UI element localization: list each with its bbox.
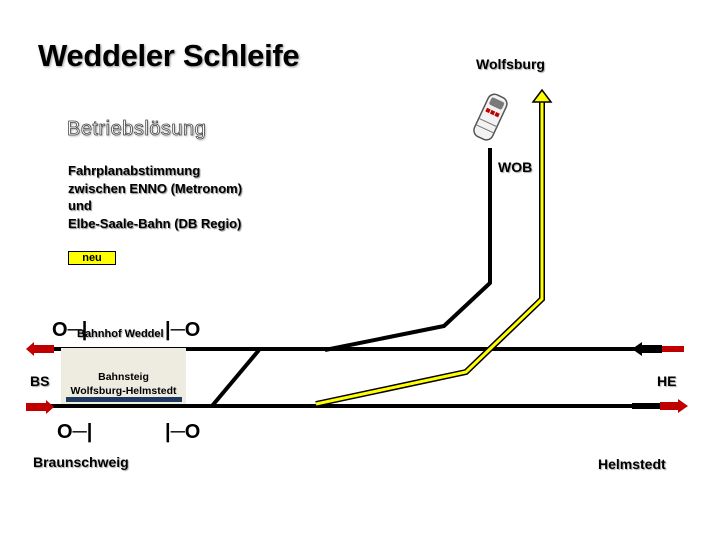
label-wob: WOB: [498, 159, 533, 175]
description-line-1: Fahrplanabstimmung: [68, 163, 201, 178]
arrow-left-upper: [26, 342, 54, 356]
signal-top-right: |─O: [165, 319, 201, 341]
signal-bottom-right: |─O: [165, 421, 201, 443]
signal-top-left: O─|: [52, 319, 88, 341]
platform-label: Bahnsteig Wolfsburg-Helmstedt: [61, 370, 186, 398]
arrow-right-lower-left: [26, 400, 54, 414]
new-connection-track: [315, 100, 544, 406]
arrow-left-upper-right-tail: [660, 346, 684, 352]
signal-bottom-left: O─|: [57, 421, 93, 443]
arrow-right-lower-right-head: [660, 399, 688, 413]
new-connection-outline: [315, 100, 545, 407]
description-line-2: zwischen ENNO (Metronom): [68, 180, 243, 196]
platform-label-line1: Bahnsteig: [98, 371, 149, 383]
train-icon: [473, 93, 508, 141]
arrow-left-upper-right-head: [632, 342, 662, 356]
description-block: Fahrplanabstimmung zwischen ENNO (Metron…: [68, 162, 242, 232]
label-braunschweig: Braunschweig: [33, 454, 129, 470]
platform: [61, 348, 186, 404]
label-helmstedt: Helmstedt: [598, 456, 666, 472]
page-title: Weddeler Schleife: [38, 38, 300, 73]
description-line-3: und: [68, 198, 92, 213]
new-badge: neu: [68, 251, 116, 265]
wolfsburg-arrow-head: [531, 88, 553, 103]
label-wolfsburg: Wolfsburg: [476, 56, 545, 72]
wolfsburg-track-existing: [324, 148, 492, 352]
page-subtitle: Betriebslösung: [67, 118, 207, 141]
platform-label-line2: Wolfsburg-Helmstedt: [70, 385, 177, 397]
description-line-4: Elbe-Saale-Bahn (DB Regio): [68, 215, 242, 231]
arrow-right-lower-right-tail: [632, 403, 660, 409]
label-bs: BS: [30, 373, 50, 389]
label-station: Bahnhof Weddel: [77, 328, 164, 340]
platform-edge: [66, 397, 182, 402]
crossover-track: [210, 348, 261, 408]
label-he: HE: [657, 373, 677, 389]
